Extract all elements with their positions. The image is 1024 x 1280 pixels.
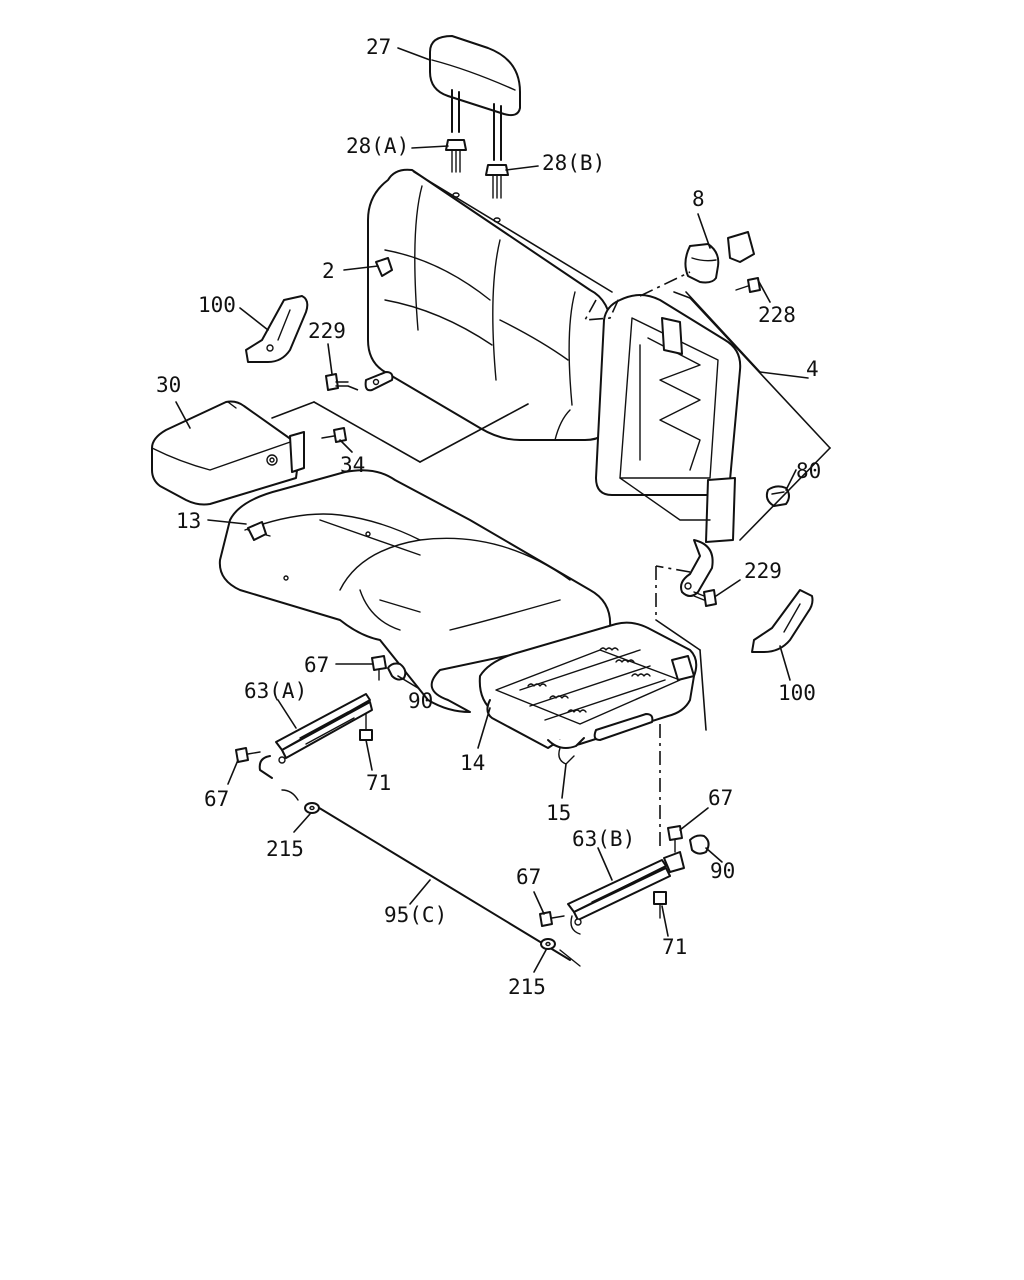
washer-215-b — [540, 938, 556, 950]
callout-14: 14 — [460, 751, 485, 775]
callout-90-b: 90 — [710, 859, 735, 883]
callout-100-upper: 100 — [198, 293, 236, 317]
callout-4: 4 — [806, 357, 819, 381]
callout-100-lower: 100 — [778, 681, 816, 705]
callout-28a: 28(A) — [346, 134, 409, 158]
cable-95c — [281, 789, 581, 967]
seat-cushion-frame — [478, 621, 698, 765]
callout-67-d: 67 — [708, 786, 733, 810]
seat-cushion — [218, 469, 612, 713]
callout-71-a: 71 — [366, 771, 391, 795]
callout-71-b: 71 — [662, 935, 687, 959]
seat-back-cushion — [367, 168, 613, 441]
callout-95c: 95(C) — [384, 903, 447, 927]
bolt-67-d — [667, 825, 683, 853]
bolt-71-a — [359, 713, 373, 741]
bolt-67-c — [539, 911, 565, 927]
callout-34: 34 — [340, 453, 365, 477]
bolt-229-upper — [325, 373, 349, 391]
callout-27: 27 — [366, 35, 391, 59]
screw-228 — [735, 277, 761, 293]
bolt-71-b — [653, 891, 667, 919]
headrest-guide-a — [445, 139, 467, 198]
callout-229-lower: 229 — [744, 559, 782, 583]
callout-28b: 28(B) — [542, 151, 605, 175]
callout-67-a: 67 — [304, 653, 329, 677]
headrest-guide-b — [485, 164, 509, 223]
callout-2: 2 — [322, 259, 335, 283]
seat-rail-a — [258, 693, 373, 779]
headrest — [429, 35, 521, 161]
screw-34 — [321, 427, 347, 443]
seat-rail-b — [567, 851, 685, 935]
callout-90-a: 90 — [408, 689, 433, 713]
callout-215-b: 215 — [508, 975, 546, 999]
callout-8: 8 — [692, 187, 705, 211]
seat-back-frame — [583, 294, 742, 597]
callout-15: 15 — [546, 801, 571, 825]
bolt-67-b — [235, 747, 261, 763]
callout-63a: 63(A) — [244, 679, 307, 703]
clip-90-b — [689, 834, 710, 855]
washer-215-a — [304, 802, 320, 814]
clip-90-a — [387, 662, 407, 681]
callout-67-b: 67 — [204, 787, 229, 811]
leader-lines — [175, 47, 809, 973]
assembly-lines — [271, 171, 831, 850]
callout-229-upper: 229 — [308, 319, 346, 343]
callout-30: 30 — [156, 373, 181, 397]
callout-labels: 27 28(A) 28(B) 8 2 228 100 229 4 30 34 8… — [156, 35, 821, 999]
latch — [684, 231, 755, 284]
callout-67-c: 67 — [516, 865, 541, 889]
callout-80: 80 — [796, 459, 821, 483]
springs — [527, 647, 651, 713]
cap-80 — [765, 485, 790, 507]
side-cover-right — [751, 589, 814, 653]
armrest — [151, 400, 305, 506]
bolt-229-lower — [693, 589, 717, 607]
callout-228: 228 — [758, 303, 796, 327]
callout-63b: 63(B) — [572, 827, 635, 851]
side-cover-left — [245, 295, 309, 363]
callout-215-a: 215 — [266, 837, 304, 861]
bolt-67-a — [371, 655, 387, 681]
callout-13: 13 — [176, 509, 201, 533]
hinge-bracket — [364, 371, 394, 392]
